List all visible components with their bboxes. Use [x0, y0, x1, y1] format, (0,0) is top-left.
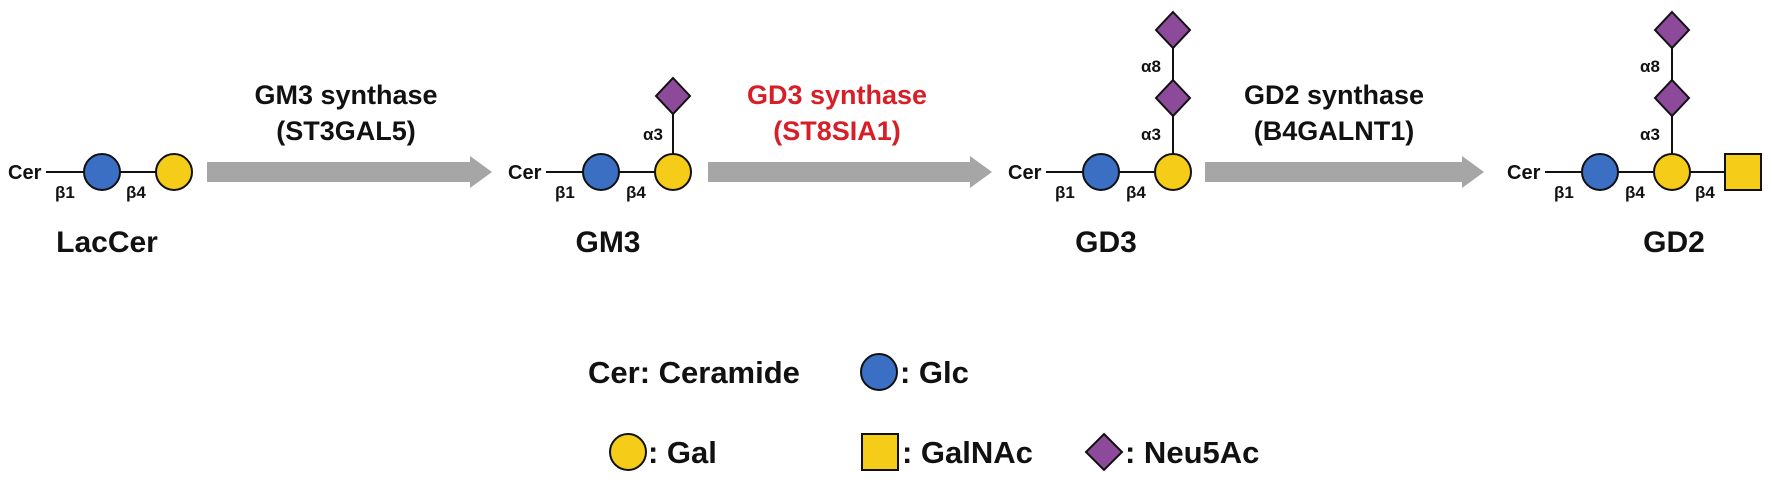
gd2-cer-label: Cer: [1507, 162, 1541, 184]
gd2-link-beta4-gal: β4: [1625, 183, 1645, 202]
gd2-link-alpha8: α8: [1640, 57, 1660, 76]
gd2-galnac-icon: [1724, 153, 1762, 191]
reaction-arrow-icon: [1205, 156, 1484, 188]
legend-galnac-icon: [861, 433, 899, 471]
gm3-link-beta4: β4: [626, 183, 646, 202]
gm3-glc-icon: [582, 153, 620, 191]
laccer-link-beta4: β4: [126, 183, 146, 202]
structure-gm3: Cer α3 β1 β4 GM3: [508, 76, 692, 259]
legend: Cer: Ceramide : Glc : Gal : GalNAc : Neu…: [588, 353, 1259, 472]
gm3-link-alpha3: α3: [643, 125, 663, 144]
gd3-link-alpha8: α8: [1141, 57, 1161, 76]
gd3-link-alpha3: α3: [1141, 125, 1161, 144]
gm3-name: GM3: [575, 226, 640, 259]
reaction-arrow-icon: [207, 156, 492, 188]
gd2-neu5ac-inner-icon: [1653, 78, 1691, 118]
reaction-2: GD3 synthase (ST8SIA1): [708, 80, 992, 188]
legend-neu5ac-icon: [1084, 432, 1124, 472]
gm3-cer-label: Cer: [508, 162, 542, 184]
laccer-gal-icon: [155, 153, 193, 191]
reaction-2-enzyme: GD3 synthase: [747, 80, 927, 110]
gd2-name: GD2: [1643, 226, 1705, 259]
laccer-link-beta1: β1: [55, 183, 75, 202]
gm3-neu5ac-icon: [654, 76, 692, 116]
gd2-glc-icon: [1581, 153, 1619, 191]
gd2-gal-icon: [1653, 153, 1691, 191]
laccer-cer-label: Cer: [8, 162, 42, 184]
gd2-link-beta1: β1: [1554, 183, 1574, 202]
gd3-neu5ac-outer-icon: [1154, 10, 1192, 50]
gd3-link-beta4: β4: [1126, 183, 1146, 202]
gd2-neu5ac-outer-icon: [1653, 10, 1691, 50]
legend-glc-icon: [860, 353, 898, 391]
reaction-3-enzyme: GD2 synthase: [1244, 80, 1424, 110]
structure-gd3: Cer α8 α3 β1 β4 GD3: [1008, 10, 1192, 259]
legend-glc: : Glc: [900, 355, 969, 390]
gd3-cer-label: Cer: [1008, 162, 1042, 184]
structure-gd2: Cer α8 α3 β1 β4 β4 GD2: [1507, 10, 1762, 259]
gm3-link-beta1: β1: [555, 183, 575, 202]
legend-gal: : Gal: [648, 435, 717, 470]
legend-neu5ac: : Neu5Ac: [1125, 435, 1259, 470]
reaction-1-gene: (ST3GAL5): [276, 116, 416, 146]
reaction-2-gene: (ST8SIA1): [773, 116, 901, 146]
reaction-1: GM3 synthase (ST3GAL5): [207, 80, 492, 188]
reaction-arrow-icon: [708, 156, 992, 188]
legend-gal-icon: [609, 433, 647, 471]
gd3-gal-icon: [1154, 153, 1192, 191]
gd3-name: GD3: [1075, 226, 1137, 259]
laccer-glc-icon: [83, 153, 121, 191]
legend-cer: Cer: Ceramide: [588, 355, 800, 390]
gd2-link-alpha3: α3: [1640, 125, 1660, 144]
gd3-link-beta1: β1: [1055, 183, 1075, 202]
gd2-link-beta4-galnac: β4: [1695, 183, 1715, 202]
structure-laccer: Cer β1 β4 LacCer: [8, 153, 193, 259]
reaction-1-enzyme: GM3 synthase: [254, 80, 437, 110]
gd3-neu5ac-inner-icon: [1154, 78, 1192, 118]
laccer-name: LacCer: [56, 226, 158, 259]
gd3-glc-icon: [1082, 153, 1120, 191]
reaction-3-gene: (B4GALNT1): [1254, 116, 1415, 146]
gm3-gal-icon: [654, 153, 692, 191]
legend-galnac: : GalNAc: [902, 435, 1033, 470]
reaction-3: GD2 synthase (B4GALNT1): [1205, 80, 1484, 188]
